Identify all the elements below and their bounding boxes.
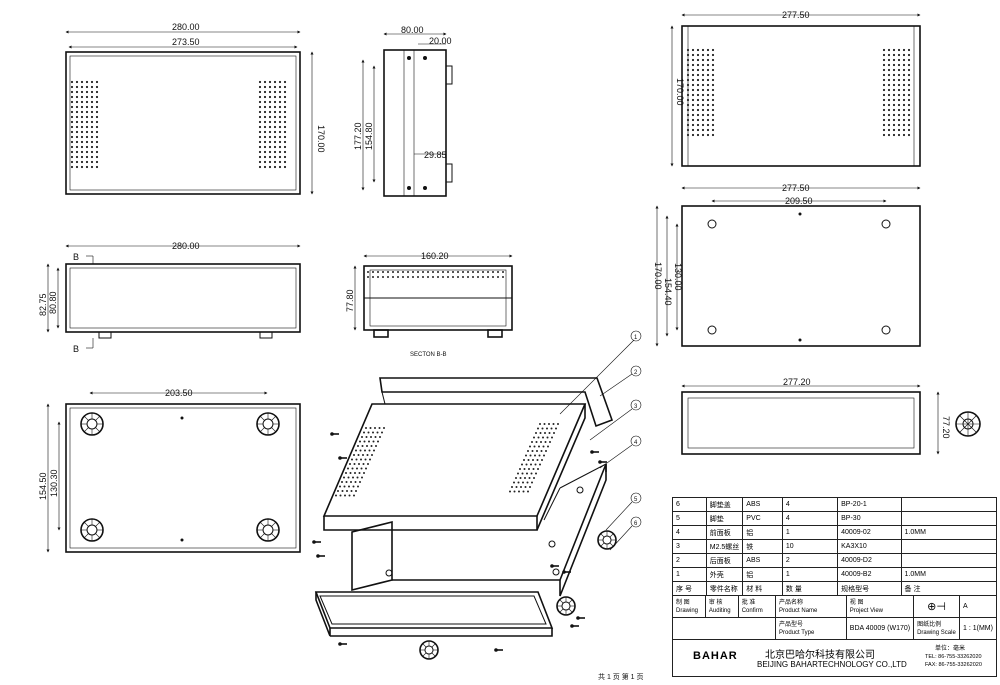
rb-height: 77.20 bbox=[941, 416, 951, 439]
section-mark-bottom: B bbox=[73, 344, 79, 354]
rm-height-outer: 170.00 bbox=[653, 262, 663, 290]
side-mid-dim: 29.85 bbox=[424, 150, 447, 160]
side-width-outer: 80.00 bbox=[401, 25, 424, 35]
feet-group bbox=[80, 412, 280, 542]
bottom-view: 203.50 154.50 130.30 bbox=[38, 388, 301, 553]
screws bbox=[312, 432, 607, 652]
mid-left-view: 280.00 B B 82.75 80.80 bbox=[38, 241, 301, 354]
side-height-outer: 177.20 bbox=[353, 122, 363, 150]
vent-grid-iso-left bbox=[335, 427, 385, 497]
rm-height-mid: 154.40 bbox=[663, 278, 673, 306]
scale-value: 1 : 1(MM) bbox=[959, 617, 997, 640]
front-height: 170.00 bbox=[316, 125, 326, 153]
foot-detail bbox=[955, 411, 981, 437]
callout-5: 5 bbox=[634, 497, 638, 503]
callouts: 1 2 3 4 5 6 bbox=[559, 330, 642, 551]
company-tel: TEL: 86-755-33262020 bbox=[925, 654, 982, 660]
rm-width: 277.50 bbox=[782, 183, 810, 193]
company-logo: BAHAR bbox=[693, 650, 738, 662]
bv-height-inner: 130.30 bbox=[49, 469, 59, 497]
rt-height: 170.00 bbox=[675, 78, 685, 106]
side-view: 80.00 20.00 177.20 154.80 29.85 bbox=[353, 25, 453, 197]
company-name-en: BEIJING BAHARTECHNOLOGY CO.,LTD bbox=[757, 660, 907, 669]
page-footer: 共 1 页 第 1 页 bbox=[598, 672, 644, 681]
rm-width-hole: 209.50 bbox=[785, 196, 813, 206]
callout-4: 4 bbox=[634, 440, 638, 446]
section-height: 77.80 bbox=[345, 289, 355, 312]
front-view: 280.00 273.50 170.00 bbox=[65, 22, 326, 195]
vent-grid-right bbox=[882, 48, 911, 137]
side-width-inner: 20.00 bbox=[429, 36, 452, 46]
right-mid-view: 277.50 209.50 170.00 154.40 130.00 bbox=[653, 183, 921, 347]
rm-height-hole: 130.00 bbox=[673, 263, 683, 291]
company-name-cn: 北京巴哈尔科技有限公司 bbox=[765, 650, 875, 661]
vent-grid-left bbox=[686, 48, 715, 137]
section-view: 160.20 77.80 SECTON B-B bbox=[345, 251, 513, 358]
ml-width: 280.00 bbox=[172, 241, 200, 251]
company-row: BAHAR 北京巴哈尔科技有限公司 BEIJING BAHARTECHNOLOG… bbox=[672, 640, 997, 677]
callout-2: 2 bbox=[634, 370, 638, 376]
product-type-value: BDA 40009 (W170) bbox=[845, 617, 915, 640]
rt-width: 277.50 bbox=[782, 10, 810, 20]
vent-grid-iso-right bbox=[509, 423, 559, 493]
bv-width: 203.50 bbox=[165, 388, 193, 398]
section-label: SECTON B-B bbox=[410, 352, 447, 358]
company-fax: FAX: 86-755-33262020 bbox=[925, 662, 982, 668]
ml-height-inner: 80.80 bbox=[48, 291, 58, 314]
callout-3: 3 bbox=[634, 404, 638, 410]
callout-6: 6 bbox=[634, 521, 638, 527]
bv-height-outer: 154.50 bbox=[38, 472, 48, 500]
right-top-view: 277.50 170.00 bbox=[670, 10, 921, 167]
projection-symbol: ⊕⊣ bbox=[913, 595, 961, 618]
callout-1: 1 bbox=[634, 335, 638, 341]
exploded-view: 1 2 3 4 5 6 bbox=[312, 330, 642, 660]
vent-grid-right bbox=[258, 80, 287, 169]
front-width-outer: 280.00 bbox=[172, 22, 200, 32]
side-height-inner: 154.80 bbox=[364, 122, 374, 150]
vent-grid-left bbox=[70, 80, 99, 169]
unit-label: 单位：毫米 bbox=[935, 646, 966, 652]
ml-height-outer: 82.75 bbox=[38, 293, 48, 316]
feet-iso bbox=[419, 530, 617, 660]
bom-header-row: 序 号 零件名称 材 料 数 量 规格型号 备 注 bbox=[672, 581, 998, 596]
section-mark-top: B bbox=[73, 252, 79, 262]
vent-row bbox=[367, 271, 504, 278]
rb-width: 277.20 bbox=[783, 377, 811, 387]
front-width-inner: 273.50 bbox=[172, 37, 200, 47]
right-bottom-view: 277.20 77.20 bbox=[681, 377, 981, 455]
section-width: 160.20 bbox=[421, 251, 449, 261]
